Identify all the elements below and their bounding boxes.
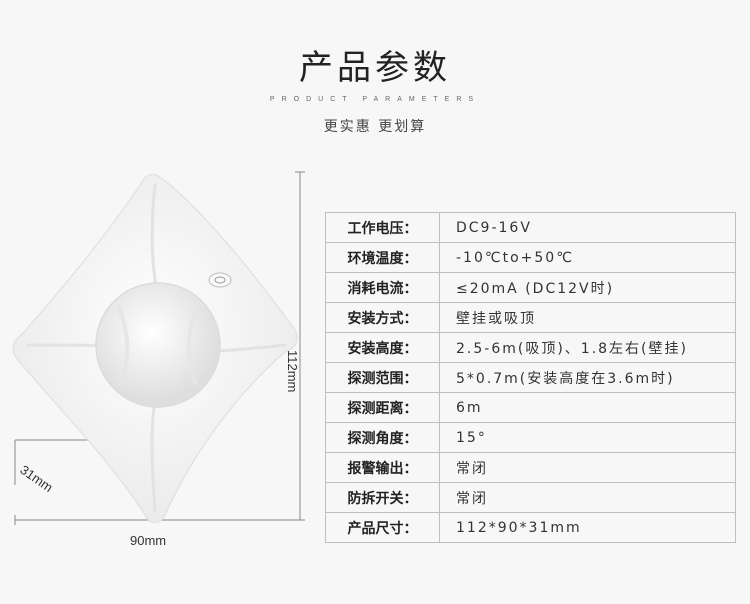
dimension-width-label: 90mm: [130, 533, 167, 548]
spec-label: 防拆开关：: [325, 482, 440, 513]
spec-label: 探测距离：: [325, 392, 440, 423]
tagline: 更实惠 更划算: [323, 119, 427, 135]
led-indicator: [208, 272, 232, 288]
spec-table: 工作电压：DC9-16V 环境温度：-10℃to+50℃ 消耗电流：≤20mA …: [325, 212, 736, 543]
page-title: 产品参数: [299, 48, 451, 88]
spec-value: -10℃to+50℃: [439, 242, 736, 273]
page-subtitle: PRODUCT PARAMETERS: [269, 96, 481, 103]
table-row: 探测角度：15°: [325, 422, 736, 453]
spec-value: DC9-16V: [439, 212, 736, 243]
spec-label: 安装高度：: [325, 332, 440, 363]
detector-lens: [95, 282, 221, 408]
spec-value: ≤20mA (DC12V时): [439, 272, 736, 303]
table-row: 安装高度：2.5-6m(吸顶)、1.8左右(壁挂): [325, 332, 736, 363]
spec-value: 2.5-6m(吸顶)、1.8左右(壁挂): [439, 332, 736, 363]
spec-label: 报警输出：: [325, 452, 440, 483]
product-illustration: [12, 171, 305, 525]
spec-value: 常闭: [439, 482, 736, 513]
spec-value: 6m: [439, 392, 736, 423]
table-row: 安装方式：壁挂或吸顶: [325, 302, 736, 333]
spec-label: 环境温度：: [325, 242, 440, 273]
table-row: 防拆开关：常闭: [325, 482, 736, 513]
table-row: 探测距离：6m: [325, 392, 736, 423]
table-row: 环境温度：-10℃to+50℃: [325, 242, 736, 273]
spec-label: 探测范围：: [325, 362, 440, 393]
spec-label: 产品尺寸：: [325, 512, 440, 543]
spec-label: 消耗电流：: [325, 272, 440, 303]
spec-value: 15°: [439, 422, 736, 453]
spec-label: 安装方式：: [325, 302, 440, 333]
spec-label: 探测角度：: [325, 422, 440, 453]
table-row: 消耗电流：≤20mA (DC12V时): [325, 272, 736, 303]
spec-label: 工作电压：: [325, 212, 440, 243]
spec-value: 112*90*31mm: [439, 512, 736, 543]
table-row: 工作电压：DC9-16V: [325, 212, 736, 243]
table-row: 产品尺寸：112*90*31mm: [325, 512, 736, 543]
spec-value: 常闭: [439, 452, 736, 483]
spec-value: 壁挂或吸顶: [439, 302, 736, 333]
dimension-height-label: 112mm: [285, 350, 300, 393]
spec-value: 5*0.7m(安装高度在3.6m时): [439, 362, 736, 393]
table-row: 报警输出：常闭: [325, 452, 736, 483]
table-row: 探测范围：5*0.7m(安装高度在3.6m时): [325, 362, 736, 393]
